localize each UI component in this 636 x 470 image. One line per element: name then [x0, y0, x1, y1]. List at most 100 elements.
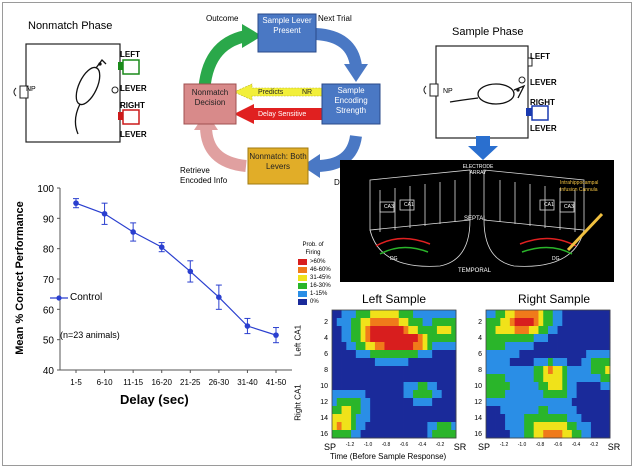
sample-left-lever-label2: LEVER	[530, 78, 557, 87]
heatmap-y-tick: 4	[478, 335, 482, 342]
prob-legend-label: 16-30%	[310, 283, 331, 289]
left-sample-title: Left Sample	[362, 292, 427, 306]
right-lever-mark	[118, 112, 123, 120]
heatmap-x-tick: -0.2	[590, 442, 599, 448]
heatmap-x-tick: -0.8	[536, 442, 545, 448]
next-trial-label: Next Trial	[318, 14, 352, 23]
chart-xlabel: Delay (sec)	[120, 392, 189, 407]
chart-ylabel: Mean % Correct Performance	[14, 201, 26, 355]
heatmap-x-tick: -1.2	[346, 442, 355, 448]
figure-frame	[2, 2, 632, 466]
y-tick-label: 50	[43, 336, 55, 347]
data-point	[73, 200, 79, 206]
heatmap-y-tick: 10	[474, 383, 482, 390]
x-tick-label: 41-50	[266, 378, 287, 387]
prob-legend-item: >60%	[298, 258, 358, 266]
sample-right-lever-label2: LEVER	[530, 124, 557, 133]
nonmatch-np-label: NP	[26, 86, 36, 93]
nonmatch-chamber	[13, 43, 140, 143]
prob-legend-item: 1-15%	[298, 290, 358, 298]
heatmap-x-tick: -0.6	[554, 442, 563, 448]
y-tick-label: 40	[43, 366, 55, 377]
sample-encoding-box: Sample Encoding Strength	[334, 86, 368, 115]
sp-label: SP	[324, 442, 336, 452]
heatmap-x-tick: -0.2	[436, 442, 445, 448]
sample-left-lever-label: LEFT	[530, 52, 550, 61]
prob-legend-label: 46-60%	[310, 267, 331, 273]
heatmap-x-tick: -0.8	[382, 442, 391, 448]
ca1-label-left: CA1	[404, 202, 414, 208]
data-point	[158, 244, 165, 250]
y-tick-label: 70	[43, 275, 55, 286]
heatmap-cells	[332, 310, 457, 439]
x-tick-label: 11-15	[123, 378, 143, 387]
nonmatch-right-lever-label2: LEVER	[120, 130, 147, 139]
sample-phase-title: Sample Phase	[452, 26, 524, 38]
prob-legend-label: 31-45%	[310, 275, 331, 281]
prob-legend-swatch	[298, 259, 307, 265]
prob-legend-item: 0%	[298, 298, 358, 306]
prob-legend-label: 1-15%	[310, 291, 328, 297]
heatmap-cells	[486, 310, 611, 439]
heatmap-border	[331, 309, 457, 439]
legend-series-label: Control	[70, 292, 103, 303]
prob-legend-item: 31-45%	[298, 274, 358, 282]
heatmap-y-tick: 14	[320, 415, 328, 422]
prob-legend-title: Prob. of Firing	[302, 242, 324, 256]
heatmap-border	[485, 309, 611, 439]
heatmap-y-tick: 2	[324, 319, 328, 326]
prob-legend-swatch	[298, 291, 307, 297]
data-point	[273, 332, 279, 338]
heatmap-y-tick: 4	[324, 335, 328, 342]
prob-legend-label: >60%	[310, 259, 326, 265]
sample-chamber	[423, 45, 549, 139]
electrode-array-panel: ELECTRODE ARRAY SEPTAL TEMPORAL Intrahip…	[340, 160, 614, 282]
legend-marker	[50, 295, 68, 301]
prob-legend-swatch	[298, 267, 307, 273]
temporal-label: TEMPORAL	[458, 268, 492, 274]
heatmap-x-tick: -0.4	[572, 442, 581, 448]
heatmap-y-tick: 14	[474, 415, 482, 422]
prob-legend-swatch	[298, 299, 307, 305]
cannula-label: Intrahippocampal Infusion Cannula	[560, 180, 599, 193]
data-point	[244, 323, 251, 329]
nonmatch-decision-box: Nonmatch Decision	[191, 88, 229, 107]
heatmap-y-tick: 10	[320, 383, 328, 390]
nonmatch-phase-title: Nonmatch Phase	[28, 20, 113, 32]
dg-label-right: DG	[552, 256, 560, 262]
heatmap-x-tick: -0.6	[400, 442, 409, 448]
heatmap-y-tick: 16	[474, 431, 482, 438]
prob-legend-swatch	[298, 275, 307, 281]
septal-label: SEPTAL	[464, 216, 487, 222]
heatmap-y-tick: 6	[478, 351, 482, 358]
y-tick-label: 80	[43, 245, 55, 256]
ca1-label-right: CA1	[544, 202, 554, 208]
delay-sensitive-label: Delay Sensitive	[258, 111, 307, 118]
heatmap-x-tick: -1.2	[500, 442, 509, 448]
dg-label-left: DG	[390, 256, 398, 262]
nonmatch-right-lever-label: RIGHT	[120, 101, 145, 110]
x-tick-label: 31-40	[237, 378, 258, 387]
y-tick-label: 90	[43, 214, 55, 225]
sr-label: SR	[454, 442, 467, 452]
x-tick-label: 6-10	[97, 378, 114, 387]
hippocampus-drawing	[369, 169, 604, 267]
left-ca1-label: Left CA1	[293, 324, 303, 357]
sp-label: SP	[478, 442, 490, 452]
trial-cycle-diagram	[183, 13, 381, 185]
heatmap-x-label: Time (Before Sample Response)	[330, 452, 447, 461]
nonmatch-both-box: Nonmatch: Both Levers	[249, 152, 307, 171]
electrode-array-label: ELECTRODE ARRAY	[462, 164, 494, 176]
nonmatch-left-lever-label: LEFT	[120, 50, 140, 59]
ca3-label-left: CA3	[384, 204, 394, 210]
series-line	[75, 202, 277, 336]
y-tick-label: 60	[43, 305, 55, 316]
rat-icon	[74, 59, 107, 135]
y-tick-label: 100	[37, 184, 54, 195]
prob-legend-label: 0%	[310, 299, 319, 305]
heatmap-y-tick: 8	[478, 367, 482, 374]
x-tick-label: 1-5	[70, 378, 82, 387]
